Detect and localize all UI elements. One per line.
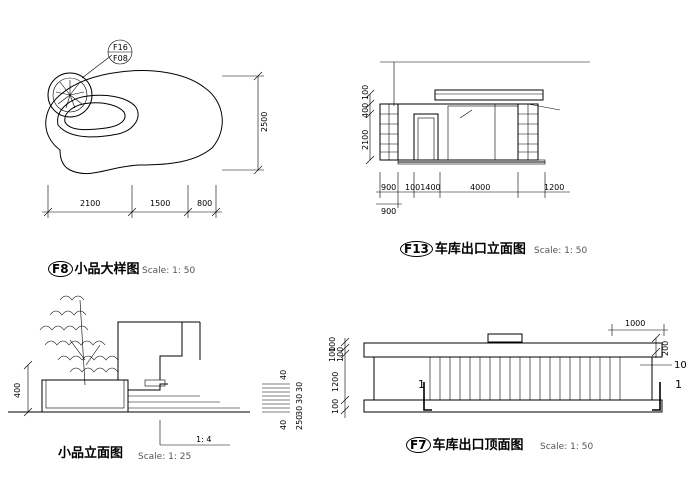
f7-callout: 10 [674, 360, 687, 371]
f13-elevation-drawing [365, 61, 590, 208]
f7-scale: Scale: 1: 50 [540, 442, 594, 452]
elev-left-dim: 400 [13, 383, 22, 398]
f8-title-text: 小品大样图 [74, 262, 140, 277]
f8-dim-3: 800 [197, 199, 212, 208]
elev-title-text: 小品立面图 [58, 446, 124, 461]
f7-top-dim: 1000 [625, 319, 645, 328]
f13-vdim-2: 100 [361, 85, 370, 100]
f13-dim-3: 4000 [470, 183, 490, 192]
elev-bottom-dim: 40 [279, 420, 288, 430]
f8-callout-top: F16 [113, 43, 128, 52]
f8-callout-bottom: F08 [113, 54, 128, 63]
elev-step-dim-2: 30 [295, 382, 304, 392]
elev-step-dim-5: 250 [295, 415, 304, 430]
f7-left-dim-2: 100 [328, 347, 337, 362]
f8-dim-2: 1500 [150, 199, 170, 208]
elev-drawing [8, 295, 290, 446]
elev-step-dim-3: 30 [295, 394, 304, 404]
f8-plan-drawing [42, 39, 264, 218]
elev-scale: Scale: 1: 25 [138, 452, 192, 462]
f7-section-right: 1 [675, 378, 682, 391]
f13-sub-dim: 900 [381, 207, 396, 216]
f13-scale: Scale: 1: 50 [534, 246, 588, 256]
elev-title: 小品立面图 [58, 442, 123, 461]
f8-badge: F8 [48, 261, 73, 277]
f7-right-dim: 200 [661, 341, 670, 356]
f13-dim-2: 1001400 [405, 183, 441, 192]
f7-slats [429, 357, 621, 400]
f13-title-text: 车库出口立面图 [434, 242, 526, 257]
f13-vdim-1: 400 [361, 103, 370, 118]
f8-dim-1: 2100 [80, 199, 100, 208]
elev-step-dim-1: 40 [279, 370, 288, 380]
f7-left-dim-3: 100 [336, 347, 345, 362]
f7-left-dim-5: 100 [331, 399, 340, 414]
f8-height-dim: 2500 [260, 112, 269, 132]
f13-badge: F13 [400, 241, 433, 257]
f7-badge: F7 [406, 437, 431, 453]
f7-section-left: 1 [418, 378, 425, 391]
f13-dim-4: 1200 [544, 183, 564, 192]
elev-step-dim-4: 30 [295, 406, 304, 416]
f7-left-dim-1: 100 [328, 337, 337, 352]
f7-top-view-drawing [340, 324, 672, 418]
f7-title-text: 车库出口顶面图 [432, 438, 524, 453]
f13-dim-1: 900 [381, 183, 396, 192]
elev-ratio: 1: 4 [196, 435, 211, 444]
f13-vdim-3: 2100 [361, 130, 370, 150]
f7-left-dim-4: 1200 [331, 372, 340, 392]
f8-scale: Scale: 1: 50 [142, 266, 196, 276]
